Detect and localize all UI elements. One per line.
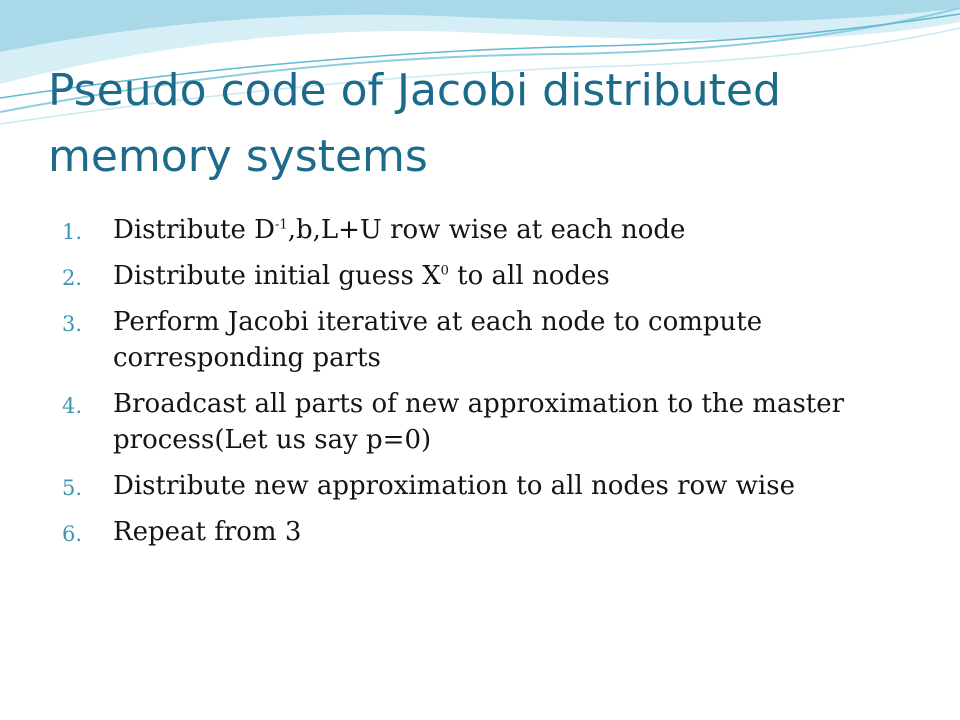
item-number: 1. bbox=[62, 220, 83, 244]
item-number: 5. bbox=[62, 476, 83, 500]
wave-band-mid bbox=[0, 0, 960, 52]
wave-line-1 bbox=[0, 7, 960, 113]
item-text: Distribute D-1,b,L+U row wise at each no… bbox=[113, 215, 686, 245]
wave-line-3 bbox=[0, 27, 960, 125]
page-title: Pseudo code of Jacobi distributed memory… bbox=[48, 65, 781, 182]
list-item: 4. Broadcast all parts of new approximat… bbox=[0, 386, 883, 458]
wave-line-2 bbox=[0, 13, 960, 99]
list-item: 1. Distribute D-1,b,L+U row wise at each… bbox=[0, 212, 883, 248]
item-text: Repeat from 3 bbox=[113, 517, 302, 547]
item-number: 6. bbox=[62, 522, 83, 546]
item-text: Distribute new approximation to all node… bbox=[113, 471, 795, 501]
list-item: 6. Repeat from 3 bbox=[0, 514, 883, 550]
superscript: -1 bbox=[275, 217, 288, 233]
list-item: 5. Distribute new approximation to all n… bbox=[0, 468, 883, 504]
list-item: 2. Distribute initial guess X0 to all no… bbox=[0, 258, 883, 294]
pseudo-code-list: 1. Distribute D-1,b,L+U row wise at each… bbox=[0, 212, 960, 560]
item-number: 3. bbox=[62, 312, 83, 336]
list-item: 3. Perform Jacobi iterative at each node… bbox=[0, 304, 883, 376]
item-number: 2. bbox=[62, 266, 83, 290]
item-text: Broadcast all parts of new approximation… bbox=[113, 389, 845, 455]
item-text: Distribute initial guess X0 to all nodes bbox=[113, 261, 610, 291]
item-number: 4. bbox=[62, 394, 83, 418]
header-wave-decoration bbox=[0, 0, 960, 125]
item-text: Perform Jacobi iterative at each node to… bbox=[113, 307, 763, 373]
superscript: 0 bbox=[440, 263, 449, 279]
